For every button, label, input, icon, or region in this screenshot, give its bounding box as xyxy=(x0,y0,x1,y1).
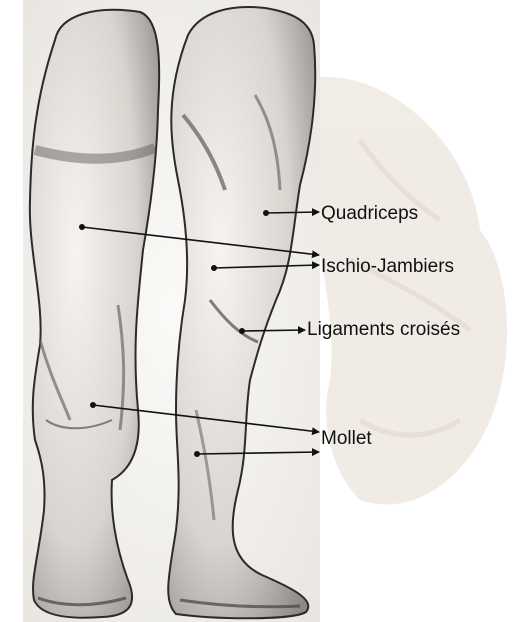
dot-ischio-back xyxy=(79,224,85,230)
dot-mollet-back xyxy=(90,402,96,408)
pointer-ligaments-croises xyxy=(242,330,305,331)
dot-ligaments xyxy=(239,328,245,334)
label-quadriceps: Quadriceps xyxy=(321,203,418,225)
dot-quadriceps xyxy=(263,210,269,216)
dot-ischio-side xyxy=(211,265,217,271)
pointer-quadriceps xyxy=(266,212,319,213)
label-mollet: Mollet xyxy=(321,428,372,450)
dot-mollet-side xyxy=(194,451,200,457)
label-ligaments-croises: Ligaments croisés xyxy=(307,319,460,341)
label-ischio-jambiers: Ischio-Jambiers xyxy=(321,256,454,278)
